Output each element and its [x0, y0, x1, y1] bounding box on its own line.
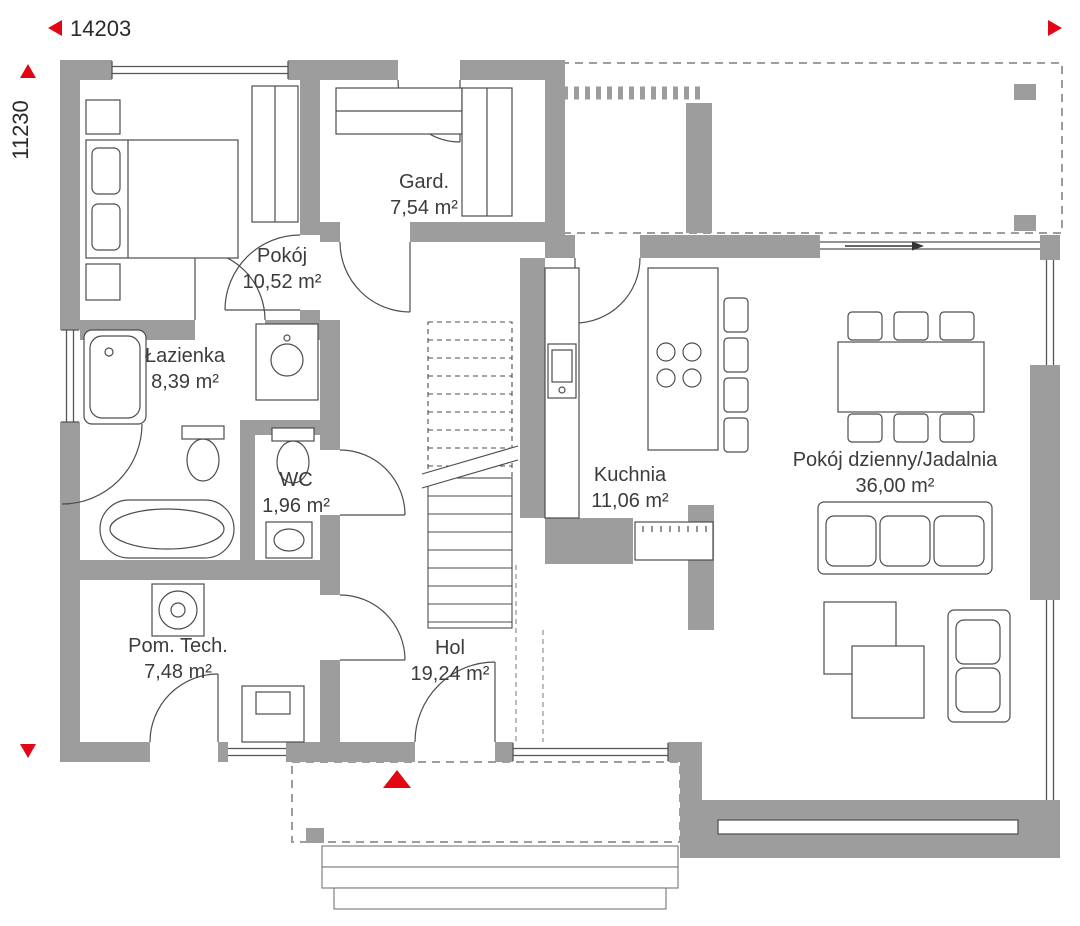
room-label-kuchnia-area: 11,06 m²: [591, 490, 669, 512]
room-label-pom-tech-area: 7,48 m²: [144, 661, 212, 683]
bedroom-door: [224, 234, 301, 311]
room-label-kuchnia-name: Kuchnia: [594, 464, 667, 486]
covered-terrace-outline: [546, 62, 1063, 234]
room-label-wc-area: 1,96 m²: [262, 495, 330, 517]
chair: [893, 311, 929, 341]
nightstand: [85, 263, 121, 301]
furniture: [83, 85, 1011, 743]
dimension-arrow-up-icon: [20, 64, 36, 78]
washbasin-cabinet: [255, 323, 319, 401]
burner: [656, 368, 676, 388]
bathroom-toilet: [181, 425, 225, 482]
dimension-arrow-right-icon: [1048, 20, 1062, 36]
chair: [893, 413, 929, 443]
wc-door: [339, 449, 406, 516]
living-right-window-upper: [1040, 260, 1060, 365]
dimension-height-label: 11230: [8, 100, 33, 160]
stairs: [421, 321, 519, 629]
wc-basin: [265, 521, 313, 559]
pom-tech-window: [228, 742, 286, 762]
red-markers: [20, 20, 1062, 788]
dashed-outlines: [291, 62, 1063, 843]
bathtub-built-in: [83, 329, 147, 425]
kitchen-counter: [544, 267, 580, 519]
sofa-two-seat: [947, 609, 1011, 723]
boiler: [151, 583, 205, 637]
room-label-gard-area: 7,54 m²: [390, 197, 458, 219]
chair: [939, 413, 975, 443]
kitchen-island: [647, 267, 719, 451]
room-label-living-name: Pokój dzienny/Jadalnia: [793, 449, 998, 471]
entrance-steps: [321, 845, 679, 910]
slide-direction-arrow: [912, 241, 924, 251]
bathroom-window: [60, 329, 80, 423]
room-label-lazienka-area: 8,39 m²: [151, 371, 219, 393]
room-label-hol-area: 19,24 m²: [411, 663, 490, 685]
room-labels: Pokój 10,52 m² Gard. 7,54 m² Łazienka 8,…: [128, 171, 998, 685]
wc-toilet: [271, 427, 315, 484]
nightstand: [85, 99, 121, 135]
burner: [682, 342, 702, 362]
entrance-porch-outline: [291, 761, 681, 843]
dishwasher: [634, 521, 714, 561]
pom-tech-hall-door: [339, 594, 406, 661]
shower-enclosure: [61, 423, 143, 505]
gard-hall-door: [339, 241, 411, 313]
pom-tech-desk: [241, 685, 305, 743]
bedroom-window: [111, 60, 289, 80]
windows: [60, 60, 1060, 835]
gard-wardrobes: [335, 87, 513, 217]
room-label-gard-name: Gard.: [399, 171, 449, 193]
room-label-pom-tech-name: Pom. Tech.: [128, 635, 228, 657]
living-right-window-lower: [1040, 600, 1060, 800]
kitchen-door: [574, 257, 641, 324]
burner: [656, 342, 676, 362]
room-label-lazienka-name: Łazienka: [145, 345, 226, 367]
dimension-arrow-down-icon: [20, 744, 36, 758]
room-label-pokoj-name: Pokój: [257, 245, 307, 267]
burner: [682, 368, 702, 388]
chair: [847, 311, 883, 341]
sofa-three-seat: [817, 501, 993, 575]
room-label-living-area: 36,00 m²: [856, 475, 935, 497]
entrance-marker-icon: [383, 770, 411, 788]
freestanding-bathtub: [99, 499, 235, 559]
pom-tech-exterior-door: [149, 673, 219, 743]
dining-table: [837, 311, 985, 443]
stairs-break-mask: [422, 446, 518, 488]
entrance-door: [414, 661, 496, 743]
dimension-arrow-left-icon: [48, 20, 62, 36]
room-label-hol-name: Hol: [435, 637, 465, 659]
dimension-width-label: 14203: [70, 16, 131, 41]
living-sliding-window: [820, 235, 1040, 258]
coffee-tables: [823, 601, 925, 719]
chair: [847, 413, 883, 443]
chair: [939, 311, 975, 341]
room-label-wc-name: WC: [279, 469, 312, 491]
bar-stools: [723, 297, 749, 453]
terrace-window-slot: [717, 819, 1019, 835]
entrance-side-window: [512, 742, 669, 762]
bed: [85, 99, 239, 301]
bedroom-closet: [251, 85, 299, 223]
room-label-pokoj-area: 10,52 m²: [243, 271, 322, 293]
